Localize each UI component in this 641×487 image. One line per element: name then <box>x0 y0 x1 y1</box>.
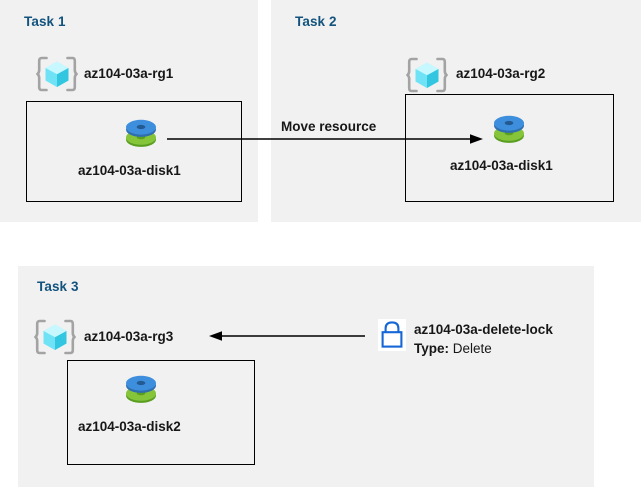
task-3-title: Task 3 <box>37 279 79 294</box>
managed-disk-icon <box>119 112 163 156</box>
resource-group-cube-icon <box>34 316 76 358</box>
task-2-resource-label: az104-03a-disk1 <box>450 158 553 173</box>
task-3-resource-box <box>67 360 255 465</box>
task-1-title: Task 1 <box>24 14 66 29</box>
task-1-resource-group-label: az104-03a-rg1 <box>84 66 174 81</box>
task-3-resource-group-label: az104-03a-rg3 <box>84 329 174 344</box>
managed-disk-icon <box>119 368 163 412</box>
task-2-title: Task 2 <box>295 14 337 29</box>
task-2-resource-box <box>405 94 614 202</box>
delete-lock-name: az104-03a-delete-lock <box>414 322 553 337</box>
move-resource-arrow-label: Move resource <box>281 119 377 134</box>
resource-group-cube-icon <box>406 54 448 96</box>
padlock-icon <box>378 319 406 351</box>
delete-lock-type-label: Type: <box>414 341 450 356</box>
task-2-resource-group-label: az104-03a-rg2 <box>456 66 546 81</box>
delete-lock-type-value: Delete <box>452 341 492 356</box>
delete-lock-arrow <box>209 331 365 341</box>
resource-group-cube-icon <box>36 53 78 95</box>
delete-lock-type: Type: Delete <box>414 341 492 356</box>
task-3-resource-label: az104-03a-disk2 <box>78 419 181 434</box>
managed-disk-icon <box>487 108 531 152</box>
task-1-resource-label: az104-03a-disk1 <box>78 163 181 178</box>
task-1-resource-box <box>26 101 242 202</box>
move-resource-arrow <box>167 134 483 144</box>
